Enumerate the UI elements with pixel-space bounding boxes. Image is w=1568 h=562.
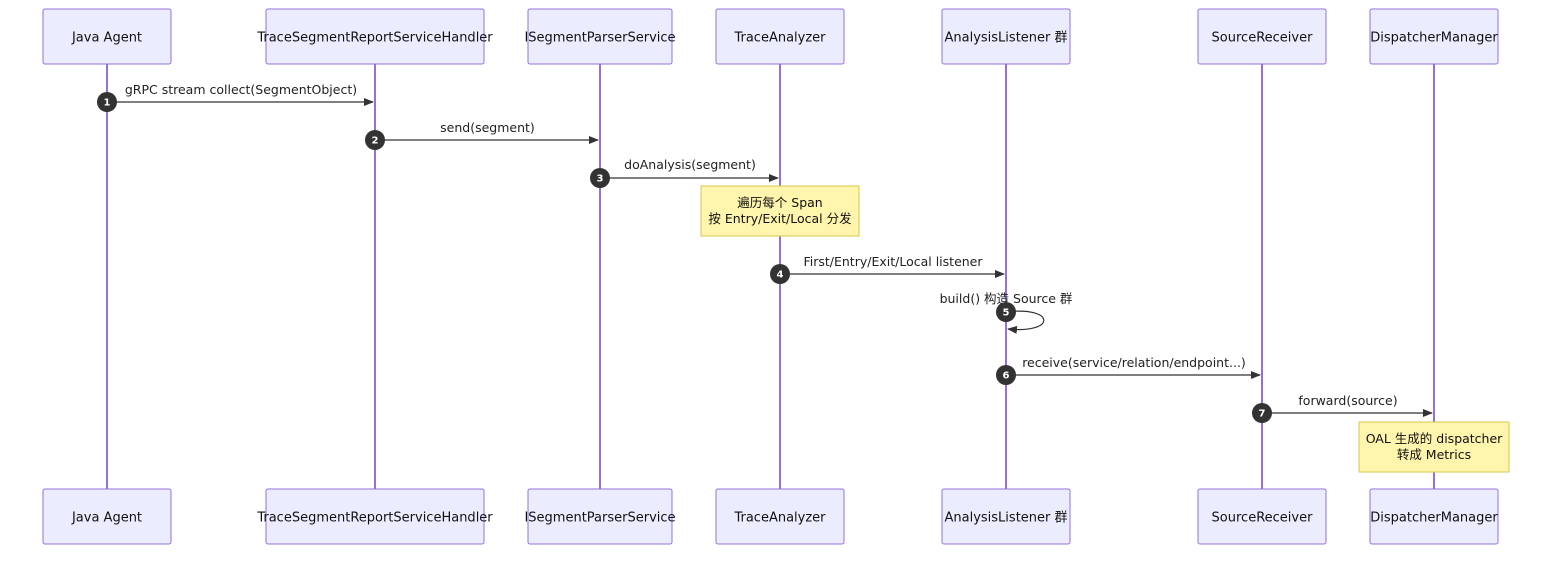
message-1: gRPC stream collect(SegmentObject) 1 [97, 82, 374, 112]
sequence-number-badge [1252, 403, 1272, 423]
participant-label: DispatcherManager [1370, 511, 1498, 526]
participant-label: SourceReceiver [1212, 31, 1314, 46]
sequence-number-badge [365, 130, 385, 150]
participant-box [42, 8, 172, 65]
note-text-line: 遍历每个 Span [737, 195, 822, 210]
participant-analyzer-bottom: TraceAnalyzer [715, 488, 845, 545]
message-4: First/Entry/Exit/Local listener 4 [770, 254, 1005, 284]
sequence-number-badge [996, 365, 1016, 385]
message-label: build() 构造 Source 群 [940, 291, 1073, 306]
participant-box [265, 488, 485, 545]
message-label: doAnalysis(segment) [624, 157, 756, 172]
participant-box [1369, 488, 1499, 545]
participant-box [1197, 8, 1327, 65]
participant-receiver-top: SourceReceiver [1197, 8, 1327, 65]
note-text-line: OAL 生成的 dispatcher [1366, 431, 1503, 446]
message-2: send(segment) 2 [365, 120, 599, 150]
participant-handler-top: TraceSegmentReportServiceHandler [256, 8, 493, 65]
messages: gRPC stream collect(SegmentObject) 1 send(… [97, 82, 1433, 423]
message-label: receive(service/relation/endpoint...) [1022, 355, 1246, 370]
message-5: build() 构造 Source 群 5 [940, 291, 1073, 334]
participant-box [527, 8, 673, 65]
participant-label: ISegmentParserService [524, 31, 675, 46]
message-label: First/Entry/Exit/Local listener [803, 254, 983, 269]
participant-label: DispatcherManager [1370, 31, 1498, 46]
sequence-number: 2 [372, 136, 379, 147]
participant-box [265, 8, 485, 65]
participant-box [527, 488, 673, 545]
sequence-number: 7 [1259, 409, 1266, 420]
message-3: doAnalysis(segment) 3 [590, 157, 779, 188]
message-arrow [1005, 310, 1045, 334]
participant-label: TraceSegmentReportServiceHandler [256, 511, 493, 526]
sequence-number-badge [590, 168, 610, 188]
sequence-number: 3 [597, 174, 604, 185]
note-text-line: 按 Entry/Exit/Local 分发 [708, 211, 852, 226]
participant-parser-top: ISegmentParserService [524, 8, 676, 65]
participant-label: ISegmentParserService [524, 511, 675, 526]
participant-label: AnalysisListener 群 [945, 511, 1068, 526]
sequence-number-badge [996, 302, 1016, 322]
message-label: forward(source) [1298, 393, 1397, 408]
participant-label: Java Agent [71, 511, 142, 526]
note-box [1358, 421, 1510, 473]
participant-box [1197, 488, 1327, 545]
sequence-number-badge [770, 264, 790, 284]
note-text-line: 转成 Metrics [1397, 447, 1471, 462]
participant-agent-top: Java Agent [42, 8, 172, 65]
message-7: forward(source) 7 [1252, 393, 1433, 423]
participant-label: TraceSegmentReportServiceHandler [256, 31, 493, 46]
participant-analyzer-top: TraceAnalyzer [715, 8, 845, 65]
participant-label: AnalysisListener 群 [945, 31, 1068, 46]
participant-receiver-bottom: SourceReceiver [1197, 488, 1327, 545]
participant-dispatcher-top: DispatcherManager [1369, 8, 1499, 65]
participant-box [941, 8, 1071, 65]
participant-label: TraceAnalyzer [733, 31, 826, 46]
participant-label: Java Agent [71, 31, 142, 46]
message-label: send(segment) [440, 120, 535, 135]
participant-listener-top: AnalysisListener 群 [941, 8, 1071, 65]
sequence-number: 6 [1003, 371, 1010, 382]
sequence-number: 4 [777, 270, 784, 281]
participant-box [941, 488, 1071, 545]
participant-label: TraceAnalyzer [733, 511, 826, 526]
participant-agent-bottom: Java Agent [42, 488, 172, 545]
note-box [700, 185, 860, 237]
message-label: gRPC stream collect(SegmentObject) [125, 82, 357, 97]
participant-dispatcher-bottom: DispatcherManager [1369, 488, 1499, 545]
participant-label: SourceReceiver [1212, 511, 1314, 526]
participant-box [715, 488, 845, 545]
participant-box [1369, 8, 1499, 65]
sequence-number: 5 [1003, 308, 1010, 319]
participant-box [42, 488, 172, 545]
sequence-number-badge [97, 92, 117, 112]
participant-box [715, 8, 845, 65]
participant-parser-bottom: ISegmentParserService [524, 488, 676, 545]
participant-listener-bottom: AnalysisListener 群 [941, 488, 1071, 545]
message-6: receive(service/relation/endpoint...) 6 [996, 355, 1261, 385]
participant-handler-bottom: TraceSegmentReportServiceHandler [256, 488, 493, 545]
sequence-number: 1 [104, 98, 111, 109]
